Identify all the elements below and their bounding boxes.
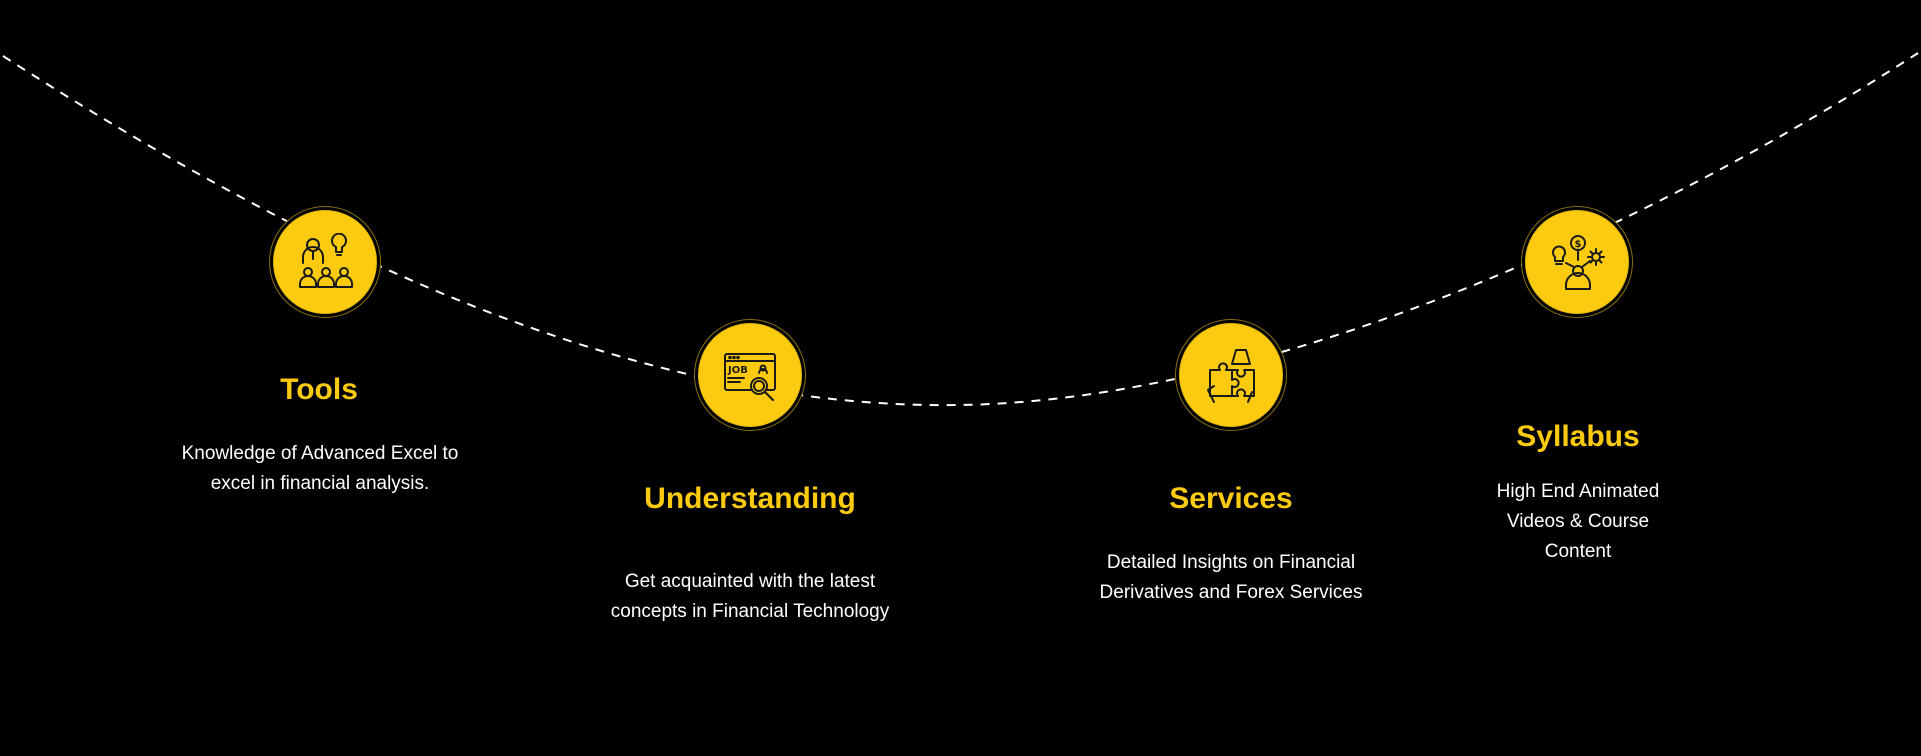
description-line: Derivatives and Forex Services [1099,582,1363,603]
svg-text:$: $ [1575,239,1582,250]
description-line: concepts in Financial Technology [610,601,890,622]
training-presentation-icon [299,233,353,288]
step-node-syllabus: $ [1525,210,1629,314]
step-description-syllabus: High End Animated Videos & Course Conten… [1458,477,1698,567]
step-description-services: Detailed Insights on Financial Derivativ… [1061,548,1401,608]
curve-path [2,52,1919,407]
step-description-tools: Knowledge of Advanced Excel to excel in … [150,439,490,499]
step-title-understanding: Understanding [644,482,856,515]
job-search-icon: JOB [724,353,776,401]
step-node-understanding: JOB [698,323,802,427]
ideas-person-icon: $ [1552,235,1605,290]
description-line: Videos & Course [1506,511,1650,532]
step-node-services [1179,323,1283,427]
description-line: Content [1544,541,1612,562]
step-node-tools [273,210,377,314]
description-line: Knowledge of Advanced Excel to [181,443,459,464]
svg-text:JOB: JOB [727,365,748,376]
step-title-services: Services [1169,482,1293,515]
puzzle-hands-icon [1207,349,1255,403]
description-line: High End Animated [1496,481,1660,502]
description-line: Get acquainted with the latest [624,571,876,592]
step-title-tools: Tools [280,373,358,406]
description-line: excel in financial analysis. [210,473,430,494]
step-description-understanding: Get acquainted with the latest concepts … [575,567,925,627]
description-line: Detailed Insights on Financial [1106,552,1356,573]
step-title-syllabus: Syllabus [1516,420,1640,453]
